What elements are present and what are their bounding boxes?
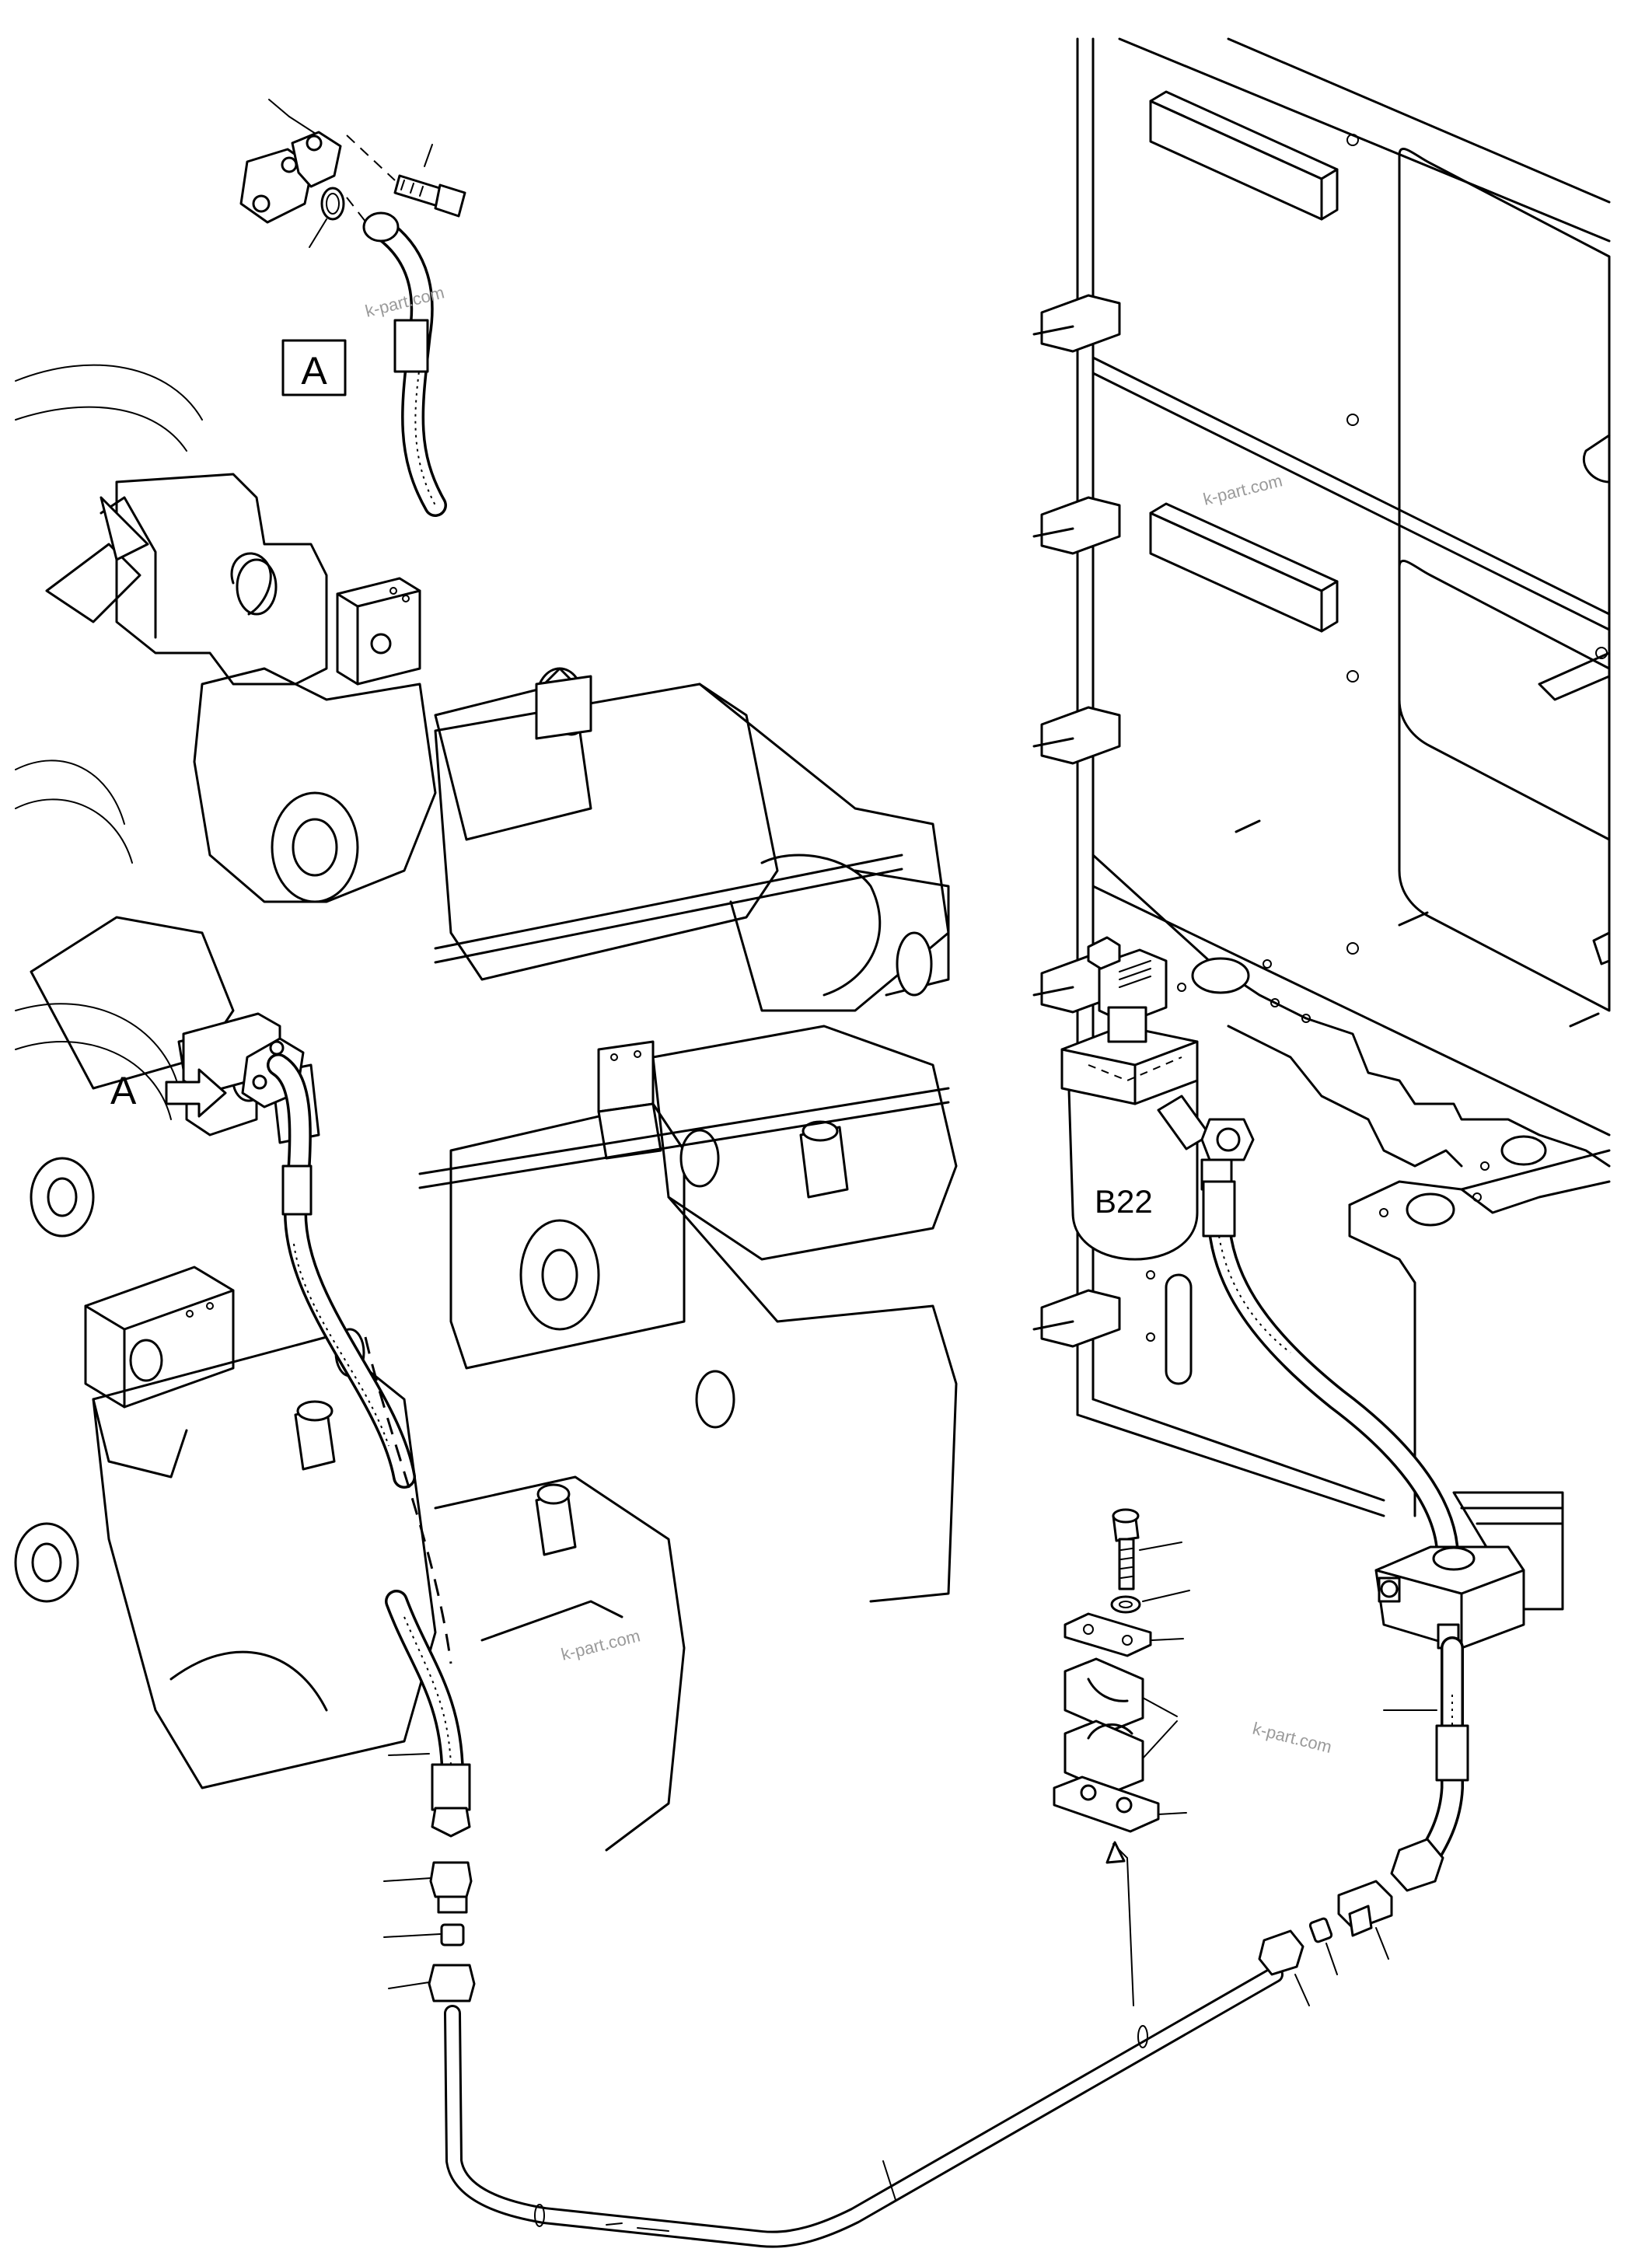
fittings-right — [1258, 1880, 1393, 2006]
watermarks: k-part.com k-part.com k-part.com k-part.… — [363, 282, 1334, 1757]
watermark: k-part.com — [1251, 1719, 1334, 1757]
clamp-kit-exploded — [1053, 1508, 1190, 2006]
pressure-hose-left — [267, 1053, 476, 2002]
watermark: k-part.com — [1201, 470, 1284, 508]
detail-a-label: A — [301, 349, 327, 393]
view-marker-a: A — [110, 1068, 227, 1118]
frame-panel — [1032, 37, 1611, 1517]
view-marker-a-label: A — [110, 1069, 137, 1112]
pressure-hose-lower-right — [1383, 1636, 1469, 1892]
view-arrow-icon — [165, 1068, 227, 1118]
watermark: k-part.com — [559, 1625, 642, 1664]
steel-pipe — [444, 1966, 1284, 2248]
frame-studs — [1032, 294, 1600, 1348]
detail-a-label-box: A — [281, 339, 347, 396]
hydraulic-pump-assembly — [14, 364, 958, 1852]
b22-label: B22 — [1095, 1183, 1153, 1220]
watermark: k-part.com — [363, 282, 446, 320]
pressure-hose-right — [1202, 1180, 1459, 1566]
hose-clamp-frame — [1374, 1491, 1564, 1650]
detail-a-exploded-view — [239, 99, 466, 517]
pressure-switch-b22: B22 — [1060, 936, 1255, 1261]
